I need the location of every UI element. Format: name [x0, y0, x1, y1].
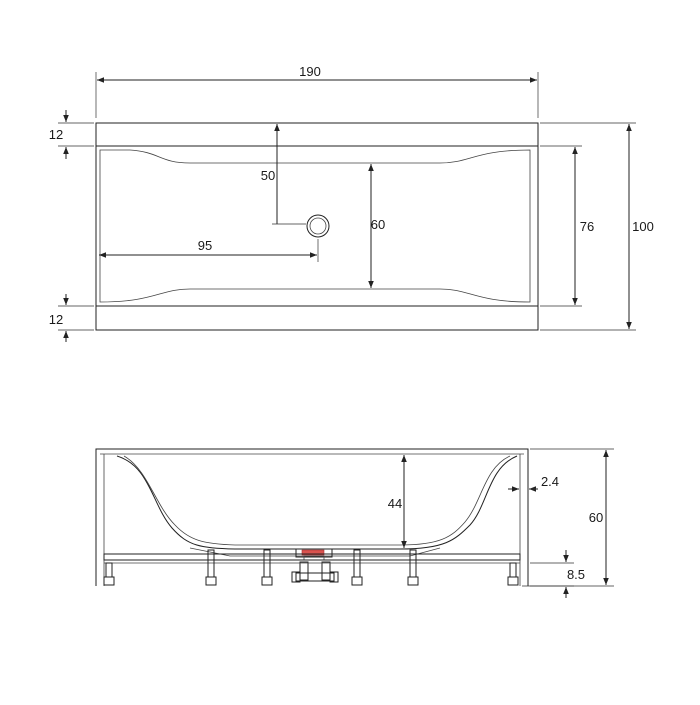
basin-outline-top: [99, 149, 531, 303]
top-view: 190 12 12 50 95 60 76 100: [49, 64, 654, 342]
legs: [103, 549, 519, 586]
siphon: [291, 561, 339, 583]
dim-leg-height: 8.5: [567, 567, 585, 582]
dim-total-height: 60: [589, 510, 603, 525]
drain-side: [295, 548, 333, 558]
tub-outline-top: [95, 122, 539, 331]
dim-drain-depth: 50: [261, 168, 275, 183]
dim-total-width: 100: [632, 219, 654, 234]
dim-rim-bottom: 12: [49, 312, 63, 327]
basin-profile-side: [116, 455, 518, 550]
dim-basin-depth: 44: [388, 496, 402, 511]
dim-length: 190: [299, 64, 321, 79]
drain-outer: [306, 214, 330, 238]
dim-basin-width: 76: [580, 219, 594, 234]
drain-inner: [309, 217, 327, 235]
side-view: 44 2.4 60 8.5: [95, 448, 614, 598]
dim-drain-offset: 95: [198, 238, 212, 253]
dim-inner-width: 60: [371, 217, 385, 232]
dim-rim-top: 12: [49, 127, 63, 142]
dim-wall-thickness: 2.4: [541, 474, 559, 489]
tub-panel-side: [95, 448, 529, 586]
frame-rail: [103, 553, 521, 561]
